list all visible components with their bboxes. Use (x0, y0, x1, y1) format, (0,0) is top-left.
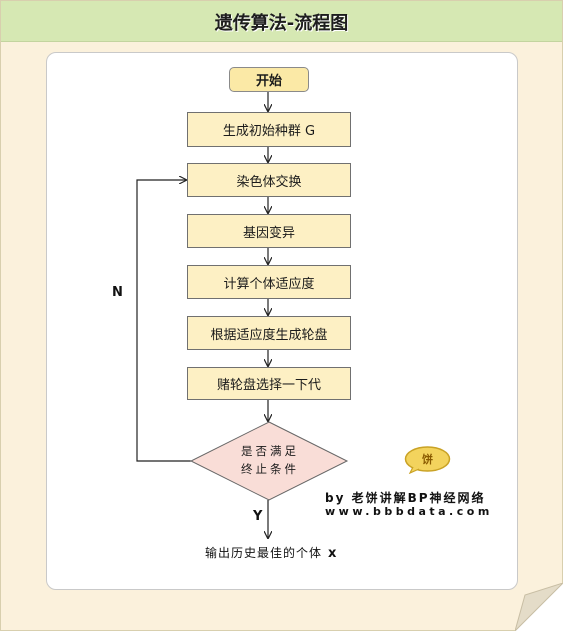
step-mutation: 基因变异 (187, 214, 351, 248)
step-selection: 赌轮盘选择一下代 (187, 367, 351, 400)
decision-diamond (189, 421, 349, 501)
step-generate-population: 生成初始种群 G (187, 112, 351, 147)
start-node: 开始 (229, 67, 309, 92)
credit-website: www.bbbdata.com (325, 505, 493, 518)
badge-text: 饼 (422, 453, 433, 466)
decision-line1: 是否满足 (241, 444, 299, 458)
yes-branch-label: Y (253, 509, 263, 524)
credit-author: by 老饼讲解BP神经网络 (325, 491, 486, 505)
title-bar: 遗传算法-流程图 (1, 1, 562, 42)
badge-logo (404, 446, 451, 474)
step-crossover: 染色体交换 (187, 163, 351, 197)
step-fitness: 计算个体适应度 (187, 265, 351, 299)
output-symbol: x (328, 546, 338, 561)
arrow-no-loop (136, 180, 191, 462)
step-roulette: 根据适应度生成轮盘 (187, 316, 351, 350)
page-curl (515, 583, 563, 631)
no-branch-label: N (112, 285, 123, 300)
output-text: 输出历史最佳的个体 (205, 546, 323, 560)
decision-label: 是否满足 终止条件 (230, 442, 310, 478)
decision-line2: 终止条件 (241, 462, 299, 476)
output-node: 输出历史最佳的个体 x (205, 544, 337, 561)
page-title: 遗传算法-流程图 (214, 13, 349, 34)
